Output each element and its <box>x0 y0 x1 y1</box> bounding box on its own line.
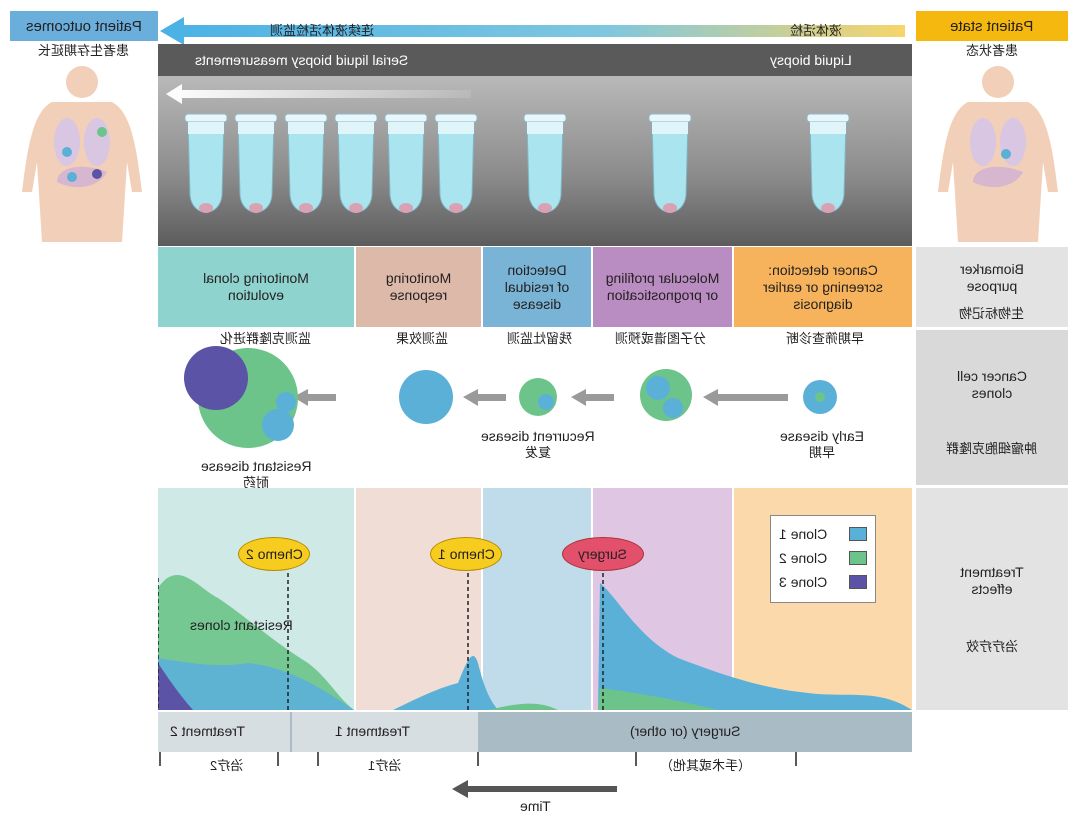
single-biopsy-label: Liquid biopsy <box>770 52 852 68</box>
timeline-cn-treatment2: 治疗2 <box>210 758 244 773</box>
sample-tube <box>284 113 328 213</box>
row-label-biomarker: Biomarker purpose 生物标记物 <box>916 247 1068 327</box>
resistant-clones-label: Resistant clones <box>190 617 293 633</box>
sample-tube <box>523 113 567 213</box>
purpose-clonal-evolution: Monitoring clonal evolution <box>158 247 354 327</box>
serial-biopsy-label: Serial liquid biopsy measurements <box>195 52 409 68</box>
legend-clone2-swatch <box>849 551 867 565</box>
purpose-response: Monitoring response <box>356 247 481 327</box>
purpose-profiling: Molecular profiling or prognostication <box>593 247 732 327</box>
sample-tubes <box>184 113 850 213</box>
patient-outcomes-figure <box>22 66 142 242</box>
timeline-cn-treatment1: 治疗1 <box>368 758 402 773</box>
chemo2-bubble: Chemo 2 <box>238 537 310 571</box>
surgery-bubble: Surgery <box>562 537 644 571</box>
clone-legend: Clone 1 Clone 2 Clone 3 <box>770 515 876 603</box>
purpose-detection: Cancer detection: screening or earlier d… <box>734 247 912 327</box>
time-label: Time <box>520 798 551 814</box>
legend-clone3-swatch <box>849 575 867 589</box>
sample-tube <box>806 113 850 213</box>
treatment-bg-2 <box>483 488 591 710</box>
sample-tube <box>384 113 428 213</box>
timeline-cn-surgery: （手术或其他） <box>660 758 752 773</box>
time-arrow <box>452 780 617 798</box>
patient-state-cn: 患者状态 <box>965 43 1018 58</box>
stage-early-cn: 早期 <box>808 445 835 460</box>
legend-clone1-swatch <box>849 527 867 541</box>
sample-tube <box>648 113 692 213</box>
sample-tube <box>234 113 278 213</box>
patient-outcomes-badge: Patient outcomes <box>10 11 158 41</box>
purpose-residual: Detection of residual disease <box>483 247 591 327</box>
patient-state-figure <box>938 66 1058 242</box>
patient-outcomes-cn: 患者生存期延长 <box>38 43 130 58</box>
arrow-cn-right: 液体活检 <box>790 23 843 38</box>
patient-state-badge: Patient state <box>916 11 1068 41</box>
stage-recurrent-cn: 复发 <box>524 445 551 460</box>
sample-tube <box>334 113 378 213</box>
row-label-treatment: Treatment effects 治疗疗效 <box>916 488 1068 710</box>
timeline-treatment2-label: Treatment 2 <box>170 723 245 739</box>
timeline-treatment1-label: Treatment 1 <box>335 723 410 739</box>
sample-tube <box>434 113 478 213</box>
sample-tube <box>184 113 228 213</box>
timeline-treatment1-seg <box>292 712 478 752</box>
time-direction-arrow <box>160 17 905 45</box>
tube-strip-header <box>158 44 912 76</box>
arrow-cn-left: 连续液体活检监测 <box>270 23 375 38</box>
timeline-treatment2-seg <box>158 712 290 752</box>
clone-progression <box>184 346 837 448</box>
serial-arrow-white <box>166 84 471 104</box>
row-label-clones: Cancer cell clones 肿瘤细胞克隆群 <box>916 330 1068 485</box>
clone-curves <box>158 573 912 710</box>
chemo1-bubble: Chemo 1 <box>430 537 502 571</box>
legend-clone3-label: Clone 3 <box>779 573 828 590</box>
legend-clone2-label: Clone 2 <box>779 549 828 566</box>
timeline-surgery-label: Surgery (or other) <box>630 723 741 739</box>
timeline-ticks <box>159 752 797 766</box>
treatment-bg-1 <box>356 488 481 710</box>
legend-clone1-label: Clone 1 <box>779 525 828 542</box>
